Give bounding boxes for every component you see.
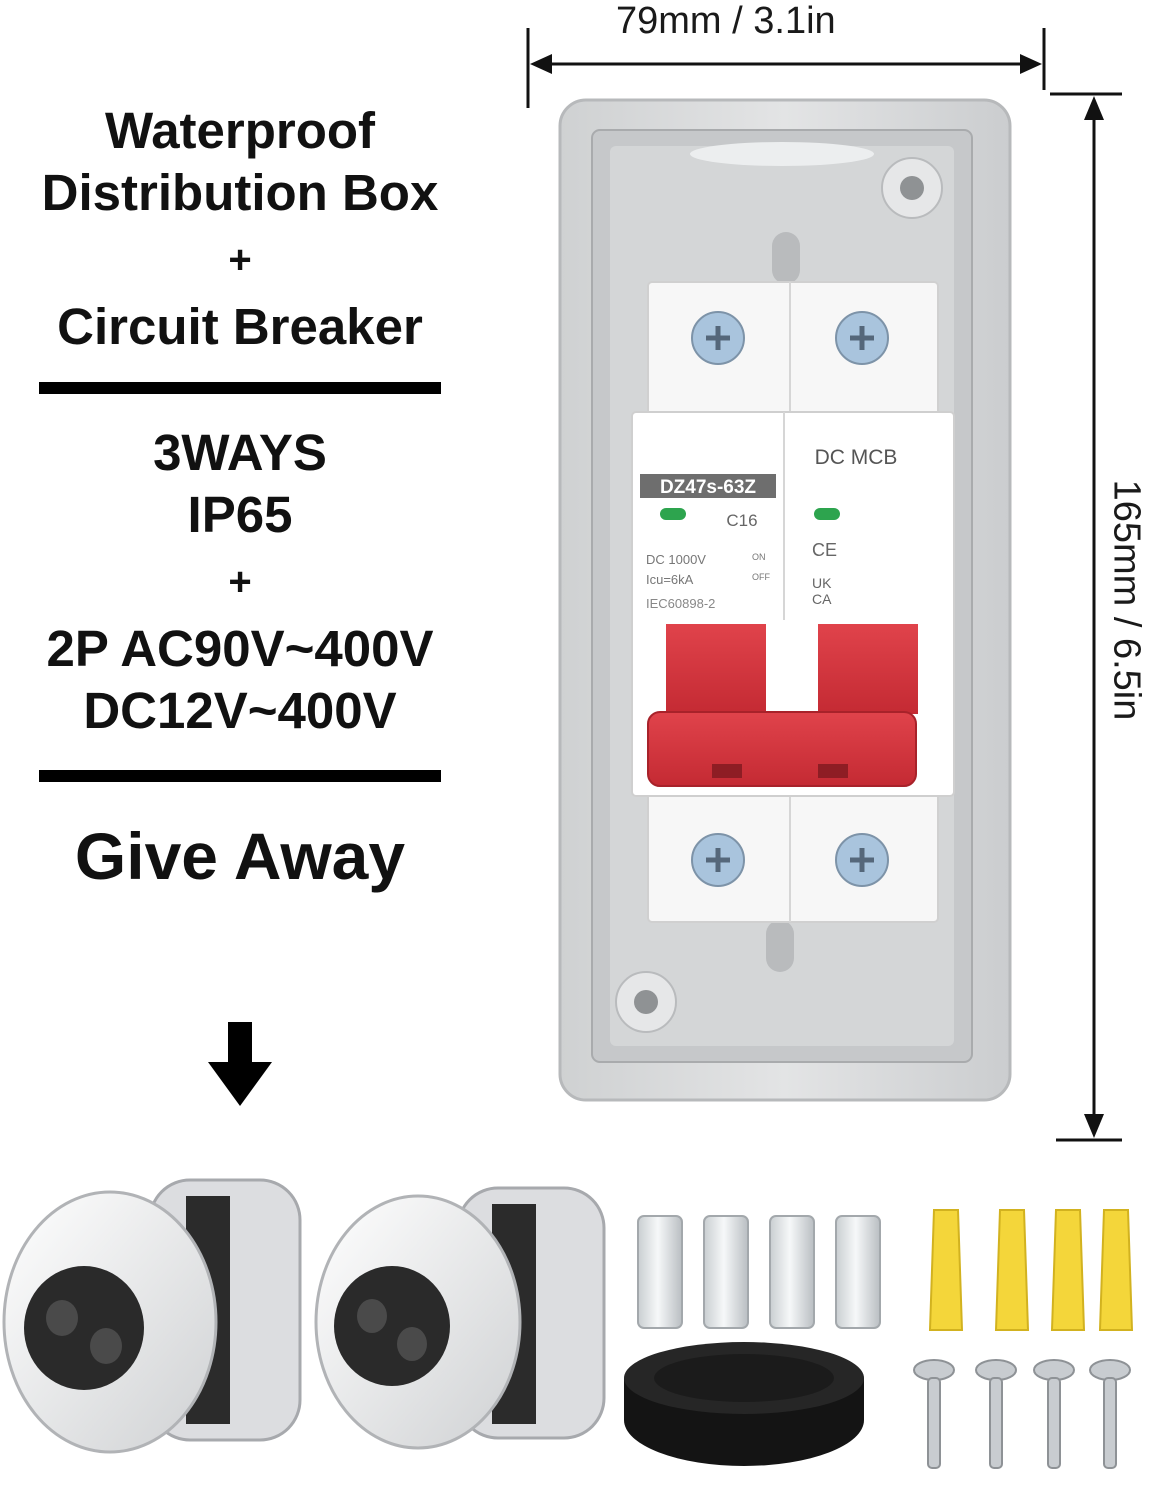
- spec-ways: 3WAYS: [153, 424, 327, 481]
- headline-line-3: Circuit Breaker: [57, 298, 423, 355]
- spec-rating: IP65: [187, 486, 293, 543]
- cable-gland-1: [2, 1178, 302, 1454]
- down-arrow-icon: [208, 1022, 272, 1106]
- breaker-off-label: OFF: [752, 572, 770, 582]
- headline-line-1: Waterproof: [104, 102, 376, 159]
- feature-text-column: Waterproof Distribution Box + Circuit Br…: [0, 100, 480, 896]
- plus-sign-1: +: [228, 238, 252, 282]
- divider-2: [39, 770, 441, 782]
- plus-sign-2: +: [228, 560, 252, 604]
- breaker-icu-label: Icu=6kA: [646, 572, 694, 587]
- height-dimension-line: [1050, 92, 1122, 1142]
- headline-line-2: Distribution Box: [41, 164, 439, 221]
- wall-anchors: [928, 1209, 1134, 1331]
- spec-ac-range: 2P AC90V~400V: [46, 620, 434, 677]
- breaker-voltage-label: DC 1000V: [646, 552, 706, 567]
- breaker-on-label: ON: [752, 552, 766, 562]
- breaker-standard-label: IEC60898-2: [646, 596, 715, 611]
- ukca-mark-uk: UK: [812, 575, 832, 591]
- width-dimension-line: [526, 28, 1046, 108]
- dc-circuit-breaker: DZ47s-63Z DC MCB C16 DC 1000V Icu=6kA ON…: [631, 281, 955, 923]
- breaker-model-label: DZ47s-63Z: [660, 477, 756, 498]
- ukca-mark-ca: CA: [812, 591, 832, 607]
- divider-1: [39, 382, 441, 394]
- spec-dc-range: DC12V~400V: [83, 682, 397, 739]
- breaker-curve-label: C16: [726, 511, 757, 530]
- ce-mark-label: CE: [812, 540, 837, 560]
- cable-gland-2: [314, 1186, 606, 1450]
- electrical-tape-roll: [624, 1342, 864, 1466]
- wire-ferrules: [637, 1215, 881, 1329]
- breaker-toggle-handle: [647, 624, 918, 787]
- breaker-type-label: DC MCB: [815, 446, 898, 469]
- width-dimension-label: 79mm / 3.1in: [616, 0, 836, 42]
- giveaway-label: Give Away: [74, 819, 406, 893]
- terminal-screw-icon: [691, 311, 889, 887]
- mounting-screws: [913, 1359, 1131, 1469]
